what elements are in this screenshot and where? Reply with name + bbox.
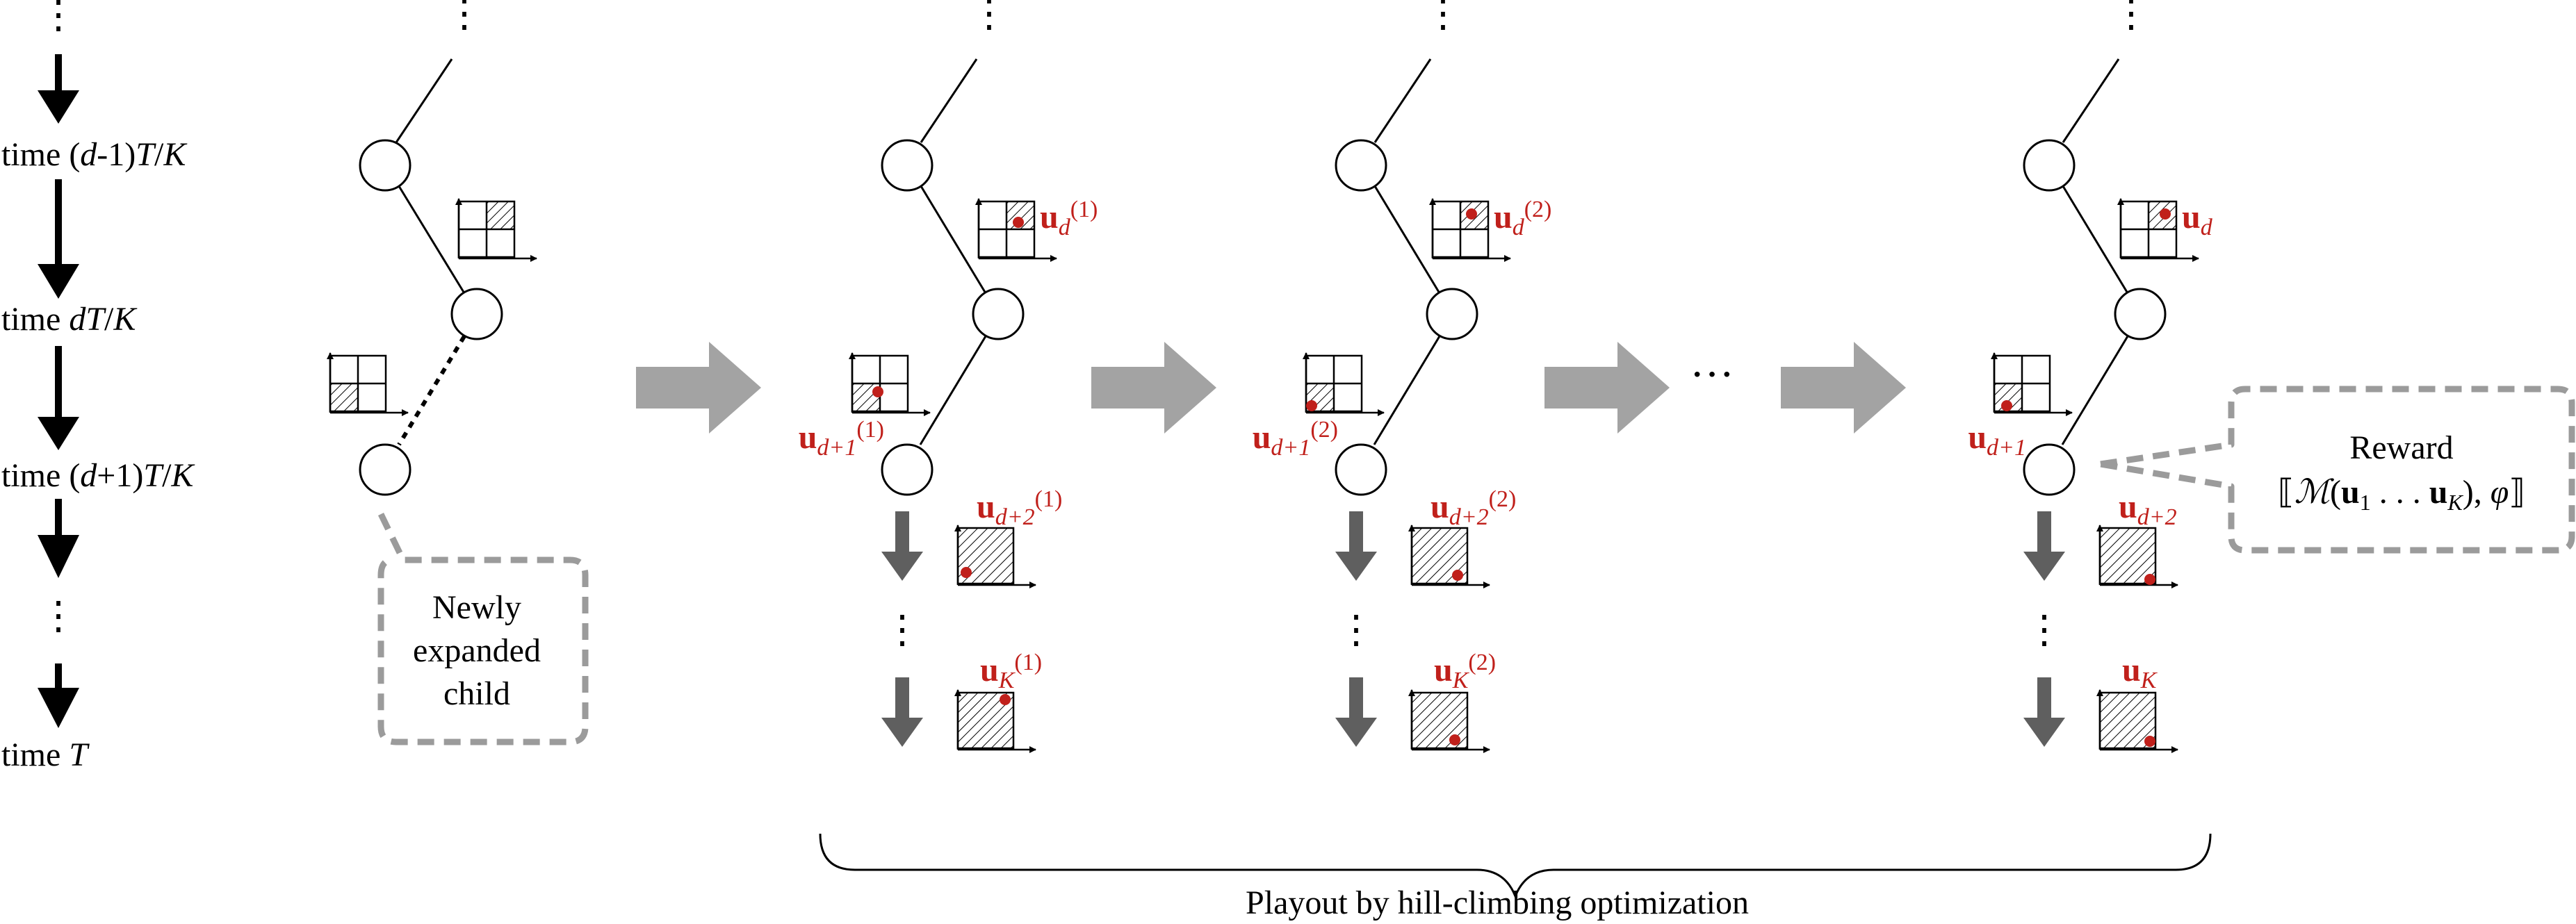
control-grid-K xyxy=(2096,689,2178,753)
control-point-dot xyxy=(1452,570,1463,581)
tree-node-d xyxy=(1426,288,1478,340)
timeline-arrow-1 xyxy=(38,54,79,124)
control-grid-K xyxy=(954,689,1036,753)
control-point-dot xyxy=(2144,574,2155,585)
playout-stages: ⋮ ud(1) ud+1(1) ud+2(1) ⋮ uK(1) ⋮ ud(2) ud+1(2) u… xyxy=(799,0,2213,753)
rollout-ellipsis: ⋮ xyxy=(883,609,922,652)
control-point-dot xyxy=(1306,400,1317,411)
timeline-arrow-5 xyxy=(38,663,79,728)
playout-stage: ⋮ ud ud+1 ud+2 ⋮ uK xyxy=(1968,0,2213,753)
playout-brace: Playout by hill-climbing optimization xyxy=(819,833,2212,921)
tree-node-d-plus-1 xyxy=(881,443,934,496)
tree-node-d-plus-1 xyxy=(2023,443,2076,496)
control-grid-d-plus-2 xyxy=(1408,525,1490,588)
timeline: ⋮ time (d-1)T/K time dT/K time (d+1)T/K … xyxy=(1,0,195,773)
label-u-K: uK(2) xyxy=(1434,650,1496,693)
tree-node-d xyxy=(2114,288,2167,340)
rollout-arrow-2 xyxy=(2023,677,2065,747)
timeline-label-d-plus-1: time (d+1)T/K xyxy=(1,457,195,494)
tree-top-ellipsis: ⋮ xyxy=(970,0,1009,35)
rollout-ellipsis: ⋮ xyxy=(1337,609,1376,652)
control-grid-d-plus-1 xyxy=(1991,352,2073,416)
tree-node-d-minus-1 xyxy=(881,139,934,192)
control-grid-d-plus-1 xyxy=(849,352,931,416)
stage-arrow-1 xyxy=(636,342,761,434)
reward-formula: ⟦ℳ(u1 . . . uK), φ⟧ xyxy=(2278,474,2525,515)
control-grid-d xyxy=(1429,198,1511,262)
control-point-dot xyxy=(961,567,972,578)
control-point-dot xyxy=(2144,736,2155,747)
timeline-arrow-4 xyxy=(38,499,79,578)
tree-initial: ⋮ Newly expanded ch xyxy=(327,0,589,745)
playout-stage: ⋮ ud(2) ud+1(2) ud+2(2) ⋮ uK(2) xyxy=(1253,0,1551,753)
stage-arrow-2 xyxy=(1091,342,1216,434)
timeline-label-d-minus-1: time (d-1)T/K xyxy=(1,136,188,173)
timeline-label-d: time dT/K xyxy=(1,301,138,338)
control-grid-K xyxy=(1408,689,1490,753)
label-u-d-plus-1: ud+1(1) xyxy=(799,417,884,461)
timeline-top-ellipsis: ⋮ xyxy=(39,0,78,37)
label-u-K: uK xyxy=(2122,652,2158,693)
control-point-dot xyxy=(1013,217,1024,228)
rollout-arrow-2 xyxy=(1335,677,1377,747)
label-u-d: ud xyxy=(2182,199,2213,240)
brace-label: Playout by hill-climbing optimization xyxy=(1246,884,1749,921)
label-u-d-plus-2: ud+2 xyxy=(2119,488,2177,530)
playout-stage: ⋮ ud(1) ud+1(1) ud+2(1) ⋮ uK(1) xyxy=(799,0,1098,753)
control-grid-d xyxy=(455,198,537,262)
callout-reward: Reward ⟦ℳ(u1 . . . uK), φ⟧ xyxy=(2097,386,2575,554)
tree-top-ellipsis: ⋮ xyxy=(445,0,484,35)
tree-node-d xyxy=(450,288,503,340)
label-u-d-plus-2: ud+2(2) xyxy=(1430,486,1516,530)
tree-top-ellipsis: ⋮ xyxy=(1424,0,1462,35)
stage-arrow-4 xyxy=(1781,342,1906,434)
callout-line-1: Newly xyxy=(432,589,521,626)
label-u-d: ud(2) xyxy=(1494,197,1551,240)
timeline-mid-ellipsis: ⋮ xyxy=(39,595,78,638)
timeline-label-T: time T xyxy=(1,736,90,773)
label-u-d-plus-2: ud+2(1) xyxy=(977,486,1062,530)
control-grid-d xyxy=(2117,198,2199,262)
control-point-dot xyxy=(1466,208,1477,220)
label-u-d-plus-1: ud+1(2) xyxy=(1253,417,1338,461)
control-point-dot xyxy=(1449,734,1460,745)
timeline-arrow-2 xyxy=(38,179,79,299)
timeline-arrow-3 xyxy=(38,346,79,450)
control-grid-d-plus-2 xyxy=(2096,525,2178,588)
reward-title: Reward xyxy=(2349,429,2453,466)
tree-top-ellipsis: ⋮ xyxy=(2112,0,2151,35)
callout-line-2: expanded xyxy=(413,632,541,669)
callout-line-3: child xyxy=(443,675,510,712)
tree-node-new-child xyxy=(359,443,411,496)
rollout-ellipsis: ⋮ xyxy=(2025,609,2064,652)
stage-ellipsis: ··· xyxy=(1690,349,1734,399)
tree-node-d-plus-1 xyxy=(1335,443,1387,496)
label-u-d: ud(1) xyxy=(1040,197,1098,240)
tree-node-d-minus-1 xyxy=(2023,139,2076,192)
control-grid-d xyxy=(975,198,1057,262)
rollout-arrow-1 xyxy=(2023,511,2065,581)
tree-node-d xyxy=(972,288,1025,340)
label-u-K: uK(1) xyxy=(980,650,1042,693)
control-point-dot xyxy=(2160,208,2171,220)
callout-newly-expanded-child: Newly expanded child xyxy=(377,513,589,745)
control-grid-d-plus-1 xyxy=(327,352,409,416)
label-u-d-plus-1: ud+1 xyxy=(1968,419,2026,461)
rollout-arrow-1 xyxy=(1335,511,1377,581)
control-grid-d-plus-1 xyxy=(1303,352,1385,416)
control-grid-d-plus-2 xyxy=(954,525,1036,588)
control-point-dot xyxy=(872,386,883,397)
rollout-arrow-1 xyxy=(881,511,923,581)
stage-arrow-3 xyxy=(1544,342,1670,434)
control-point-dot xyxy=(1000,694,1011,705)
tree-node-d-minus-1 xyxy=(359,139,411,192)
rollout-arrow-2 xyxy=(881,677,923,747)
tree-node-d-minus-1 xyxy=(1335,139,1387,192)
control-point-dot xyxy=(2001,400,2012,411)
